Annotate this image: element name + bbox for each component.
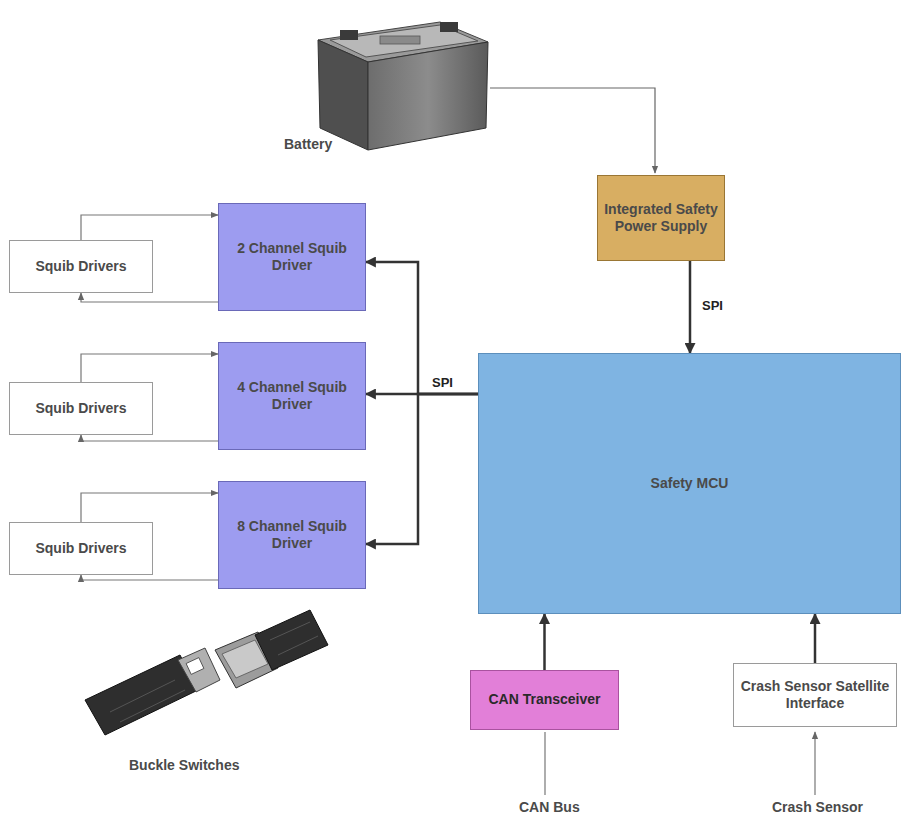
battery-illustration (318, 22, 488, 150)
bus-connector (366, 394, 478, 544)
squib-driver-ic-box: 2 Channel Squib Driver (218, 203, 366, 311)
can-transceiver-box: CAN Transceiver (470, 670, 619, 730)
buckle-switch-illustration (85, 610, 328, 735)
caption-label: Battery (282, 136, 334, 152)
signal-connector (81, 215, 218, 240)
edge-label: SPI (700, 298, 725, 313)
node-text: CAN Transceiver (488, 691, 600, 709)
node-text: 8 Channel Squib Driver (225, 518, 359, 553)
node-text: Safety MCU (651, 475, 729, 493)
squib-drivers-box: Squib Drivers (9, 382, 153, 435)
node-text: Squib Drivers (35, 540, 126, 558)
bus-connector (366, 262, 478, 394)
can-bus-line (544, 732, 545, 795)
signal-connector (81, 575, 218, 580)
caption-label: CAN Bus (517, 799, 582, 815)
bus-connector (689, 261, 692, 353)
squib-driver-ic-box: 8 Channel Squib Driver (218, 481, 366, 589)
power-wire (490, 88, 655, 173)
node-text: Squib Drivers (35, 400, 126, 418)
squib-drivers-box: Squib Drivers (9, 522, 153, 575)
crash-sensor-line (814, 732, 815, 795)
signal-connector (81, 293, 218, 302)
squib-driver-ic-box: 4 Channel Squib Driver (218, 342, 366, 450)
signal-connector (81, 354, 218, 382)
sensor-interface-box: Crash Sensor Satellite Interface (733, 663, 897, 727)
caption-label: Buckle Switches (127, 757, 242, 773)
bus-connector (814, 614, 817, 663)
signal-connector (81, 435, 218, 441)
edge-label: SPI (430, 375, 455, 390)
node-text: Integrated Safety Power Supply (604, 201, 718, 236)
mcu-box: Safety MCU (478, 353, 901, 614)
signal-connector (81, 493, 218, 522)
node-text: 2 Channel Squib Driver (225, 240, 359, 275)
caption-label: Crash Sensor (770, 799, 865, 815)
node-text: Squib Drivers (35, 258, 126, 276)
power-supply-box: Integrated Safety Power Supply (597, 175, 725, 261)
node-text: 4 Channel Squib Driver (225, 379, 359, 414)
squib-drivers-box: Squib Drivers (9, 240, 153, 293)
bus-connector (543, 614, 546, 670)
node-text: Crash Sensor Satellite Interface (740, 678, 890, 713)
